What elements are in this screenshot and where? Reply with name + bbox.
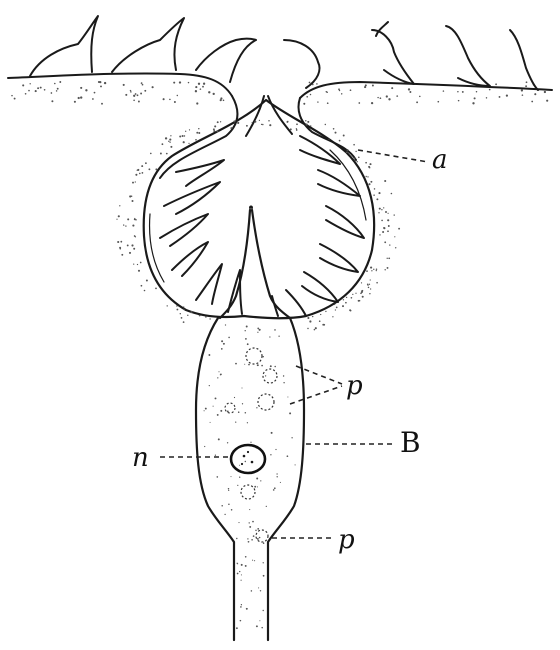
cell-body xyxy=(196,318,304,640)
label-n: n xyxy=(132,443,149,473)
granule xyxy=(246,348,262,364)
surface-stipple xyxy=(11,81,548,105)
label-p-upper: p xyxy=(346,371,363,401)
surface-spines xyxy=(30,16,538,90)
granule xyxy=(225,403,235,413)
label-a: a xyxy=(432,145,448,175)
nucleus xyxy=(231,445,265,473)
leader-p-upper-2 xyxy=(290,386,342,404)
granule xyxy=(258,394,274,410)
cell-stipple xyxy=(204,330,296,629)
label-p-lower: p xyxy=(338,525,355,555)
capsule-stipple xyxy=(116,120,400,331)
label-B: B xyxy=(400,426,421,459)
body-wall-surface xyxy=(8,73,552,104)
capsule xyxy=(116,96,400,331)
granule xyxy=(241,485,255,499)
granule xyxy=(256,530,268,542)
leader-a xyxy=(358,150,428,162)
